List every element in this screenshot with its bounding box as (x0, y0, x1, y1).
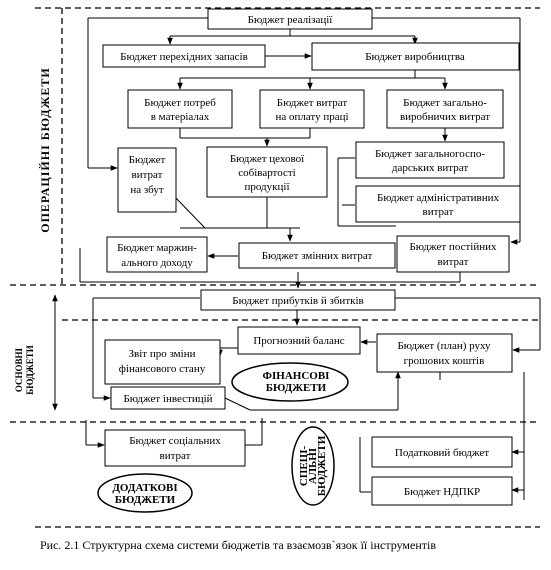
operational-budgets-label: ОПЕРАЦІЙНІ БЮДЖЕТИ (38, 67, 52, 232)
budget-general-economic-costs: Бюджет загальногоспо- дарських витрат (355, 141, 505, 179)
special-budgets-oval: СПЕЦІ- АЛЬНІ БЮДЖЕТИ (291, 426, 335, 506)
svg-text:БЮДЖЕТИ: БЮДЖЕТИ (316, 435, 328, 496)
svg-text:собівартості: собівартості (238, 167, 296, 179)
budget-fixed-costs: Бюджет постійних витрат (396, 235, 510, 273)
svg-text:АЛЬНІ: АЛЬНІ (307, 448, 319, 484)
svg-text:Податковий бюджет: Податковий бюджет (395, 447, 489, 459)
svg-text:Бюджет загально-: Бюджет загально- (403, 97, 487, 109)
budget-labor-costs: Бюджет витрат на оплату праці (259, 89, 365, 129)
additional-budgets-oval: ДОДАТКОВІ БЮДЖЕТИ (97, 473, 193, 513)
svg-text:Бюджет: Бюджет (129, 154, 166, 166)
svg-text:ального доходу: ального доходу (121, 257, 193, 269)
svg-text:Бюджет перехідних запасів: Бюджет перехідних запасів (120, 51, 248, 63)
svg-text:ДОДАТКОВІ: ДОДАТКОВІ (112, 482, 177, 494)
svg-text:ФІНАНСОВІ: ФІНАНСОВІ (263, 370, 330, 382)
budget-transitional-stocks: Бюджет перехідних запасів (102, 44, 266, 68)
svg-text:витрат: витрат (160, 450, 191, 462)
forecast-balance: Прогнозний баланс (237, 326, 361, 355)
svg-text:Бюджет змінних витрат: Бюджет змінних витрат (262, 250, 373, 262)
svg-text:Бюджет інвестицій: Бюджет інвестицій (123, 393, 212, 405)
budget-social-costs: Бюджет соціальних витрат (104, 429, 246, 467)
svg-text:Бюджет маржин-: Бюджет маржин- (117, 242, 197, 254)
budget-general-production-costs: Бюджет загально- виробничих витрат (386, 89, 504, 129)
budget-cash-flow: Бюджет (план) руху грошових коштів (376, 333, 513, 373)
svg-text:Бюджет (план) руху: Бюджет (план) руху (397, 340, 491, 352)
budget-investments: Бюджет інвестицій (110, 386, 226, 410)
svg-text:Бюджет прибутків й збитків: Бюджет прибутків й збитків (232, 295, 363, 307)
svg-text:Бюджет витрат: Бюджет витрат (277, 97, 348, 109)
svg-text:Бюджет постійних: Бюджет постійних (409, 241, 497, 253)
svg-text:БЮДЖЕТИ: БЮДЖЕТИ (25, 345, 35, 395)
svg-text:Бюджет потреб: Бюджет потреб (144, 97, 216, 109)
budget-tax: Податковий бюджет (371, 436, 513, 468)
svg-text:Бюджет адміністративних: Бюджет адміністративних (377, 192, 499, 204)
budget-sales-costs: Бюджет витрат на збут (117, 147, 177, 213)
svg-text:дарських витрат: дарських витрат (392, 162, 468, 174)
budget-shop-cost-price: Бюджет цехової собівартості продукції (206, 146, 328, 198)
svg-text:на збут: на збут (130, 184, 164, 196)
connectors (52, 17, 541, 500)
svg-text:БЮДЖЕТИ: БЮДЖЕТИ (266, 382, 327, 394)
svg-text:Бюджет загальногоспо-: Бюджет загальногоспо- (375, 148, 485, 160)
svg-text:БЮДЖЕТИ: БЮДЖЕТИ (115, 494, 176, 506)
svg-text:витрат: витрат (423, 206, 454, 218)
svg-text:на оплату праці: на оплату праці (275, 111, 348, 123)
budget-administrative-costs: Бюджет адміністративних витрат (355, 185, 521, 223)
svg-text:витрат: витрат (438, 256, 469, 268)
svg-text:Бюджет цехової: Бюджет цехової (230, 153, 305, 165)
budget-profit-loss: Бюджет прибутків й збитків (200, 289, 396, 311)
svg-text:Бюджет соціальних: Бюджет соціальних (129, 435, 221, 447)
figure-caption: Рис. 2.1 Структурна схема системи бюджет… (40, 538, 436, 552)
svg-text:Прогнозний баланс: Прогнозний баланс (253, 335, 344, 347)
budget-rnd: Бюджет НДПКР (371, 476, 513, 506)
svg-text:продукції: продукції (244, 181, 290, 193)
financial-budgets-oval: ФІНАНСОВІ БЮДЖЕТИ (231, 362, 349, 402)
svg-text:Бюджет НДПКР: Бюджет НДПКР (404, 486, 480, 498)
main-budgets-label: ОСНОВНІ БЮДЖЕТИ (14, 345, 35, 395)
svg-text:ОСНОВНІ: ОСНОВНІ (14, 347, 24, 392)
svg-text:витрат: витрат (132, 169, 163, 181)
svg-text:СПЕЦІ-: СПЕЦІ- (298, 445, 310, 486)
report-financial-changes: Звіт про зміни фінансового стану (104, 339, 221, 385)
budget-variable-costs: Бюджет змінних витрат (238, 242, 396, 269)
budget-realization: Бюджет реалізації (207, 8, 373, 30)
svg-text:фінансового стану: фінансового стану (119, 363, 206, 375)
budget-production: Бюджет виробництва (311, 42, 520, 71)
dashed-frames (10, 7, 540, 528)
budget-materials: Бюджет потреб в матеріалах (127, 89, 233, 129)
svg-text:Звіт про зміни: Звіт про зміни (129, 348, 196, 360)
svg-text:в матеріалах: в матеріалах (151, 111, 210, 123)
budget-system-diagram: ОПЕРАЦІЙНІ БЮДЖЕТИ ОСНОВНІ БЮДЖЕТИ (10, 7, 541, 528)
svg-text:Бюджет виробництва: Бюджет виробництва (365, 51, 465, 63)
svg-text:Бюджет реалізації: Бюджет реалізації (248, 14, 334, 26)
budget-marginal-income: Бюджет маржин- ального доходу (106, 236, 208, 273)
svg-text:виробничих витрат: виробничих витрат (400, 111, 490, 123)
svg-text:грошових коштів: грошових коштів (404, 355, 485, 367)
